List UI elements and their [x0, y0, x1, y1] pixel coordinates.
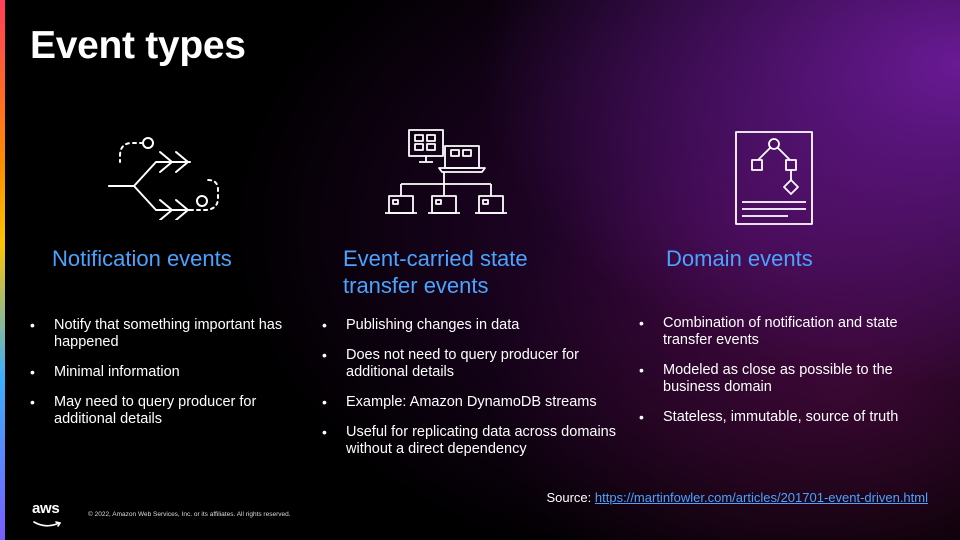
- accent-bar: [0, 0, 5, 540]
- heading-domain-events: Domain events: [666, 246, 813, 271]
- domain-events-list: Combination of notification and state tr…: [639, 315, 929, 439]
- source-link[interactable]: https://martinfowler.com/articles/201701…: [594, 490, 928, 505]
- slide-title: Event types: [30, 24, 246, 67]
- list-item: Publishing changes in data: [322, 317, 622, 334]
- source-citation: Source: https://martinfowler.com/article…: [546, 490, 928, 505]
- list-item: Minimal information: [30, 364, 306, 381]
- document-flowchart-icon: [735, 131, 813, 225]
- aws-logo: aws: [32, 500, 66, 534]
- list-item: Combination of notification and state tr…: [639, 315, 929, 349]
- list-item: Notify that something important has happ…: [30, 317, 306, 351]
- list-item: Does not need to query producer for addi…: [322, 347, 622, 381]
- heading-event-carried-state-transfer: Event-carried state transfer events: [343, 246, 528, 298]
- list-item: Useful for replicating data across domai…: [322, 424, 622, 458]
- aws-logo-text: aws: [32, 500, 60, 517]
- aws-smile-icon: [33, 521, 62, 527]
- state-transfer-events-list: Publishing changes in data Does not need…: [322, 317, 622, 471]
- heading-notification-events: Notification events: [52, 246, 232, 271]
- list-item: Modeled as close as possible to the busi…: [639, 362, 929, 396]
- source-label: Source:: [546, 490, 592, 505]
- copyright-text: © 2022, Amazon Web Services, Inc. or its…: [88, 511, 291, 518]
- network-replication-icon: [385, 129, 507, 214]
- list-item: May need to query producer for additiona…: [30, 394, 306, 428]
- list-item: Stateless, immutable, source of truth: [639, 409, 929, 426]
- list-item: Example: Amazon DynamoDB streams: [322, 394, 622, 411]
- notification-events-list: Notify that something important has happ…: [30, 317, 306, 441]
- arrows-flow-icon: [108, 137, 219, 220]
